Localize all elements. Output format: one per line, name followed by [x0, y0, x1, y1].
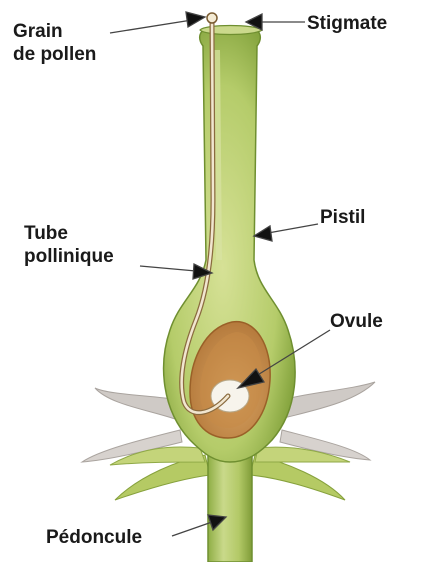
label-ovule: Ovule — [330, 310, 383, 333]
arrowhead-pistil — [254, 226, 272, 241]
label-tube-pollinique: Tube pollinique — [24, 222, 114, 268]
label-grain-line-1: Grain — [13, 20, 96, 43]
leader-pistil — [268, 224, 318, 233]
label-grain-de-pollen: Grain de pollen — [13, 20, 96, 66]
label-tube-line-1: Tube — [24, 222, 114, 245]
sepal-right-upper — [282, 382, 375, 418]
arrowhead-grain — [186, 12, 205, 27]
label-stigmate: Stigmate — [307, 12, 387, 35]
label-pistil: Pistil — [320, 206, 365, 229]
label-pedoncule: Pédoncule — [46, 526, 142, 549]
label-tube-line-2: pollinique — [24, 245, 114, 268]
leader-grain — [110, 20, 192, 33]
leader-tube — [140, 266, 196, 271]
leader-pedoncule — [172, 522, 212, 536]
label-grain-line-2: de pollen — [13, 43, 96, 66]
pollen-grain — [207, 13, 217, 23]
stigma — [200, 26, 262, 35]
